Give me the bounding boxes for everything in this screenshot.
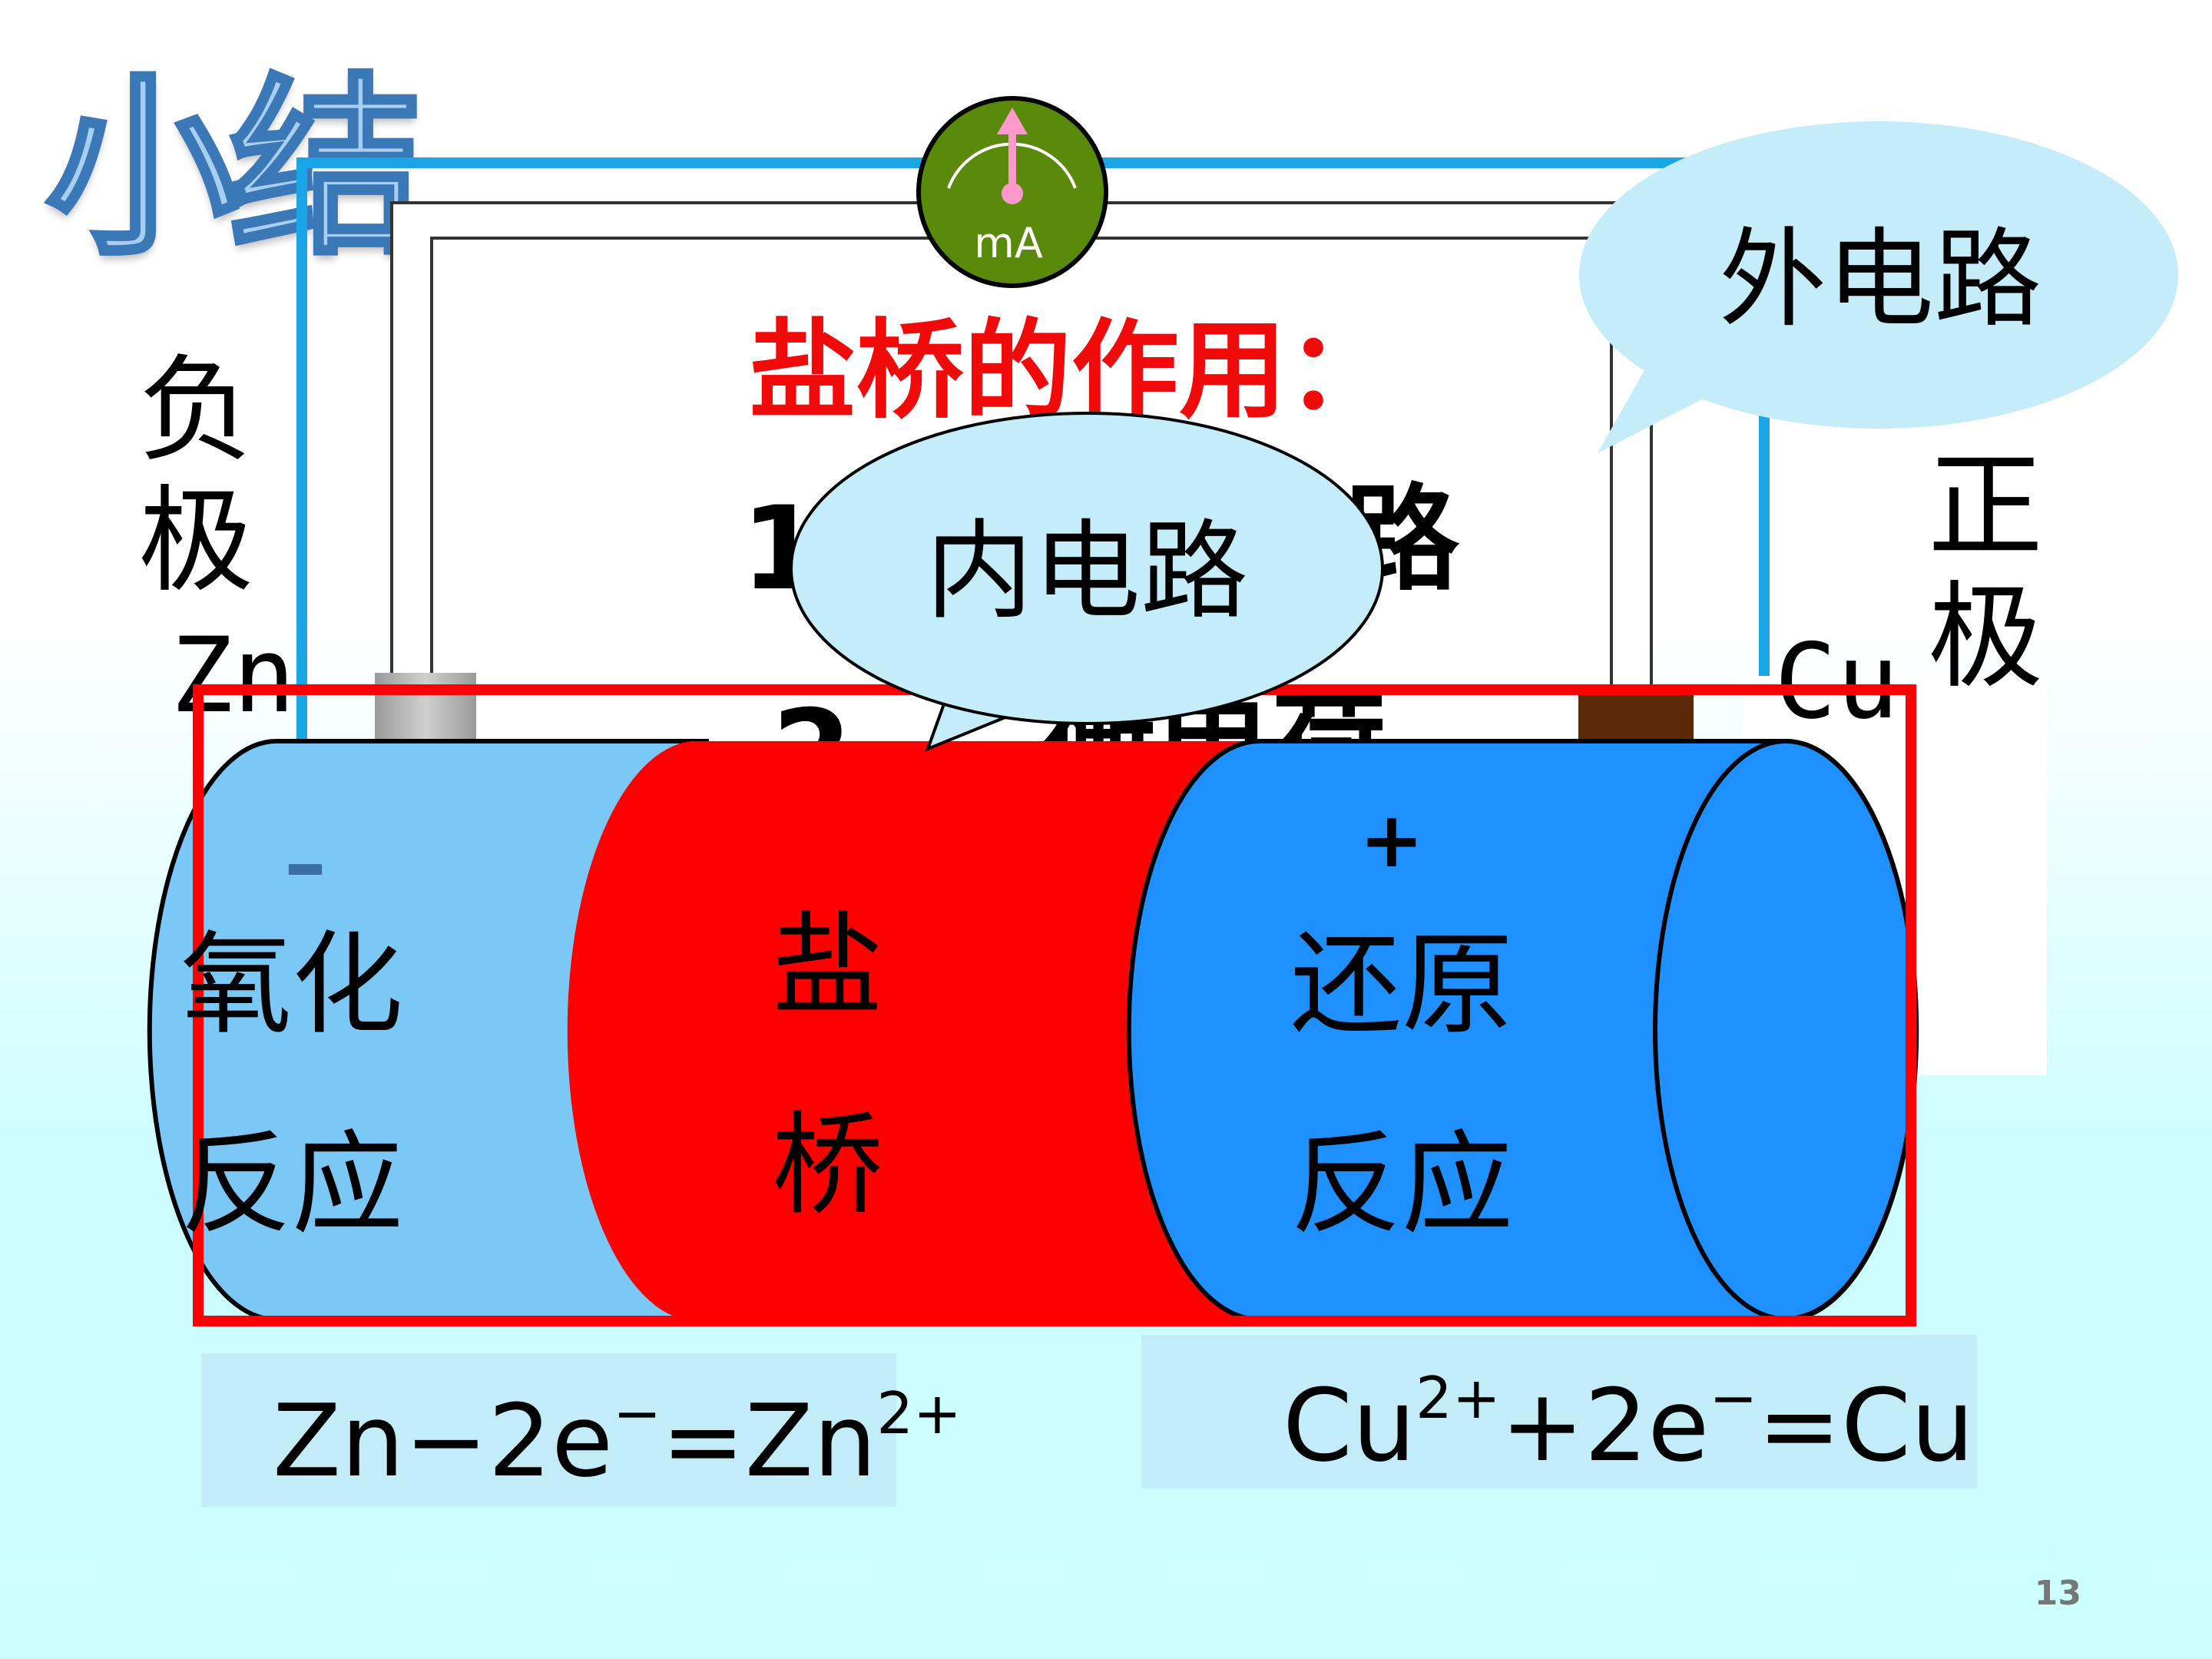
cathode-equation: Cu2++2e−=Cu xyxy=(1283,1364,1975,1484)
positive-sign: + xyxy=(1359,795,1424,885)
copper-label: Cu xyxy=(1774,621,1899,742)
anode-equation-box xyxy=(201,1353,896,1507)
outer-circuit-callout xyxy=(1579,121,2178,453)
bridge-line-1: 盐 xyxy=(772,901,883,1031)
page-number: 13 xyxy=(2034,1574,2081,1613)
left-cylinder xyxy=(147,739,709,1322)
milliammeter: mA xyxy=(916,96,1108,288)
negative-sign: – xyxy=(284,814,326,912)
positive-label-2: 极 xyxy=(1928,571,2044,704)
anode-equation: Zn−2e−=Zn2+ xyxy=(273,1379,962,1499)
negative-label-2: 极 xyxy=(138,475,254,608)
positive-label-1: 正 xyxy=(1928,440,2044,574)
oxidation-line-2: 反应 xyxy=(180,1120,403,1250)
bridge-line-2: 桥 xyxy=(772,1101,883,1230)
bridge-cylinder xyxy=(567,741,1260,1321)
outer-circuit-label: 外电路 xyxy=(1719,217,2042,343)
reduction-line-2: 反应 xyxy=(1290,1120,1513,1250)
inner-circuit-label: 内电路 xyxy=(926,509,1249,634)
meter-unit: mA xyxy=(974,219,1043,267)
reduction-line-1: 还原 xyxy=(1290,920,1513,1050)
slide-title: 小结 xyxy=(44,57,425,280)
oxidation-line-1: 氧化 xyxy=(180,920,403,1050)
negative-label-1: 负 xyxy=(138,344,254,478)
cathode-equation-box xyxy=(1141,1335,1977,1488)
inner-circuit-callout xyxy=(790,412,1384,752)
zinc-label: Zn xyxy=(171,615,296,736)
right-cylinder xyxy=(1126,739,1919,1322)
